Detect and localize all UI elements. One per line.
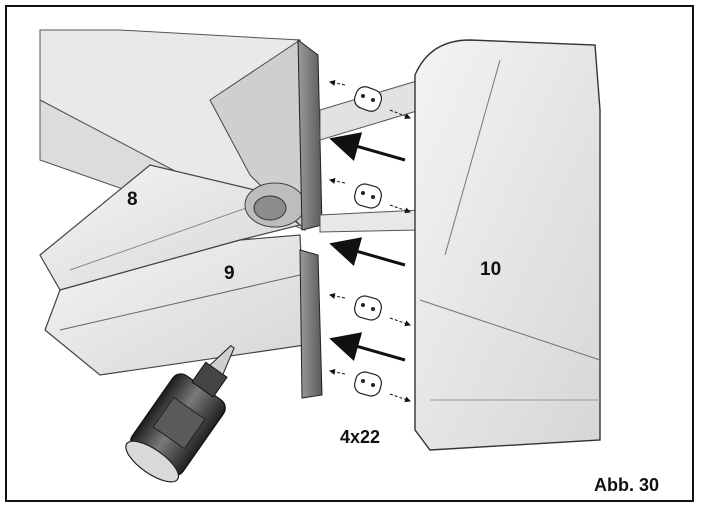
part-label-9: 9: [224, 263, 235, 284]
hinge-2: [329, 178, 411, 214]
arrow-3: [329, 332, 406, 362]
rudder-part-10: [414, 39, 601, 451]
wing-surface: [39, 29, 306, 232]
arrow-1: [329, 132, 406, 162]
part-label-10: 10: [480, 259, 502, 280]
part-label-8: 8: [127, 189, 138, 210]
glue-bottle-icon: [125, 345, 235, 483]
elevator-part-9: [44, 234, 306, 376]
direction-arrows: [329, 132, 406, 362]
hinge-4: [329, 369, 411, 403]
figure-caption: Abb. 30: [594, 475, 660, 495]
hinge-3: [329, 293, 411, 327]
hinge-1: [329, 80, 411, 119]
hinges: [329, 80, 411, 403]
fin-post: [297, 38, 323, 399]
arrow-2: [329, 237, 406, 267]
hinge-count-label: 4x22: [340, 427, 381, 447]
fuselage-fairing: [244, 182, 306, 228]
